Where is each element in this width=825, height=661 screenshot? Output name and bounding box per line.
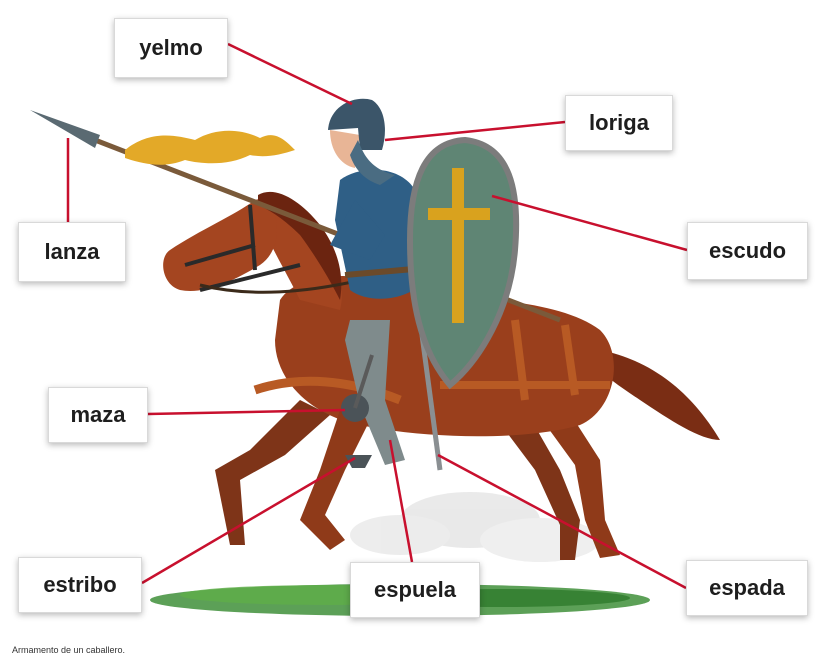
- leader-yelmo: [227, 42, 353, 106]
- leader-espada: [437, 453, 687, 590]
- figure-caption: Armamento de un caballero.: [12, 645, 126, 655]
- leader-estribo: [141, 456, 356, 585]
- helmet: [328, 98, 385, 150]
- leader-loriga: [384, 120, 566, 142]
- knight: [328, 98, 443, 471]
- shield: [406, 136, 520, 390]
- label-estribo: estribo: [18, 557, 142, 613]
- leader-maza: [147, 408, 346, 416]
- lance-banner: [125, 130, 295, 165]
- leader-lines: [66, 42, 688, 590]
- label-yelmo: yelmo: [114, 18, 228, 78]
- label-escudo: escudo: [687, 222, 808, 280]
- horse-tail: [600, 350, 720, 440]
- leader-escudo: [491, 194, 688, 252]
- label-loriga: loriga: [565, 95, 673, 151]
- label-espuela: espuela: [350, 562, 480, 618]
- label-maza: maza: [48, 387, 148, 443]
- leader-espuela: [388, 439, 414, 563]
- label-lanza: lanza: [18, 222, 126, 282]
- label-espada: espada: [686, 560, 808, 616]
